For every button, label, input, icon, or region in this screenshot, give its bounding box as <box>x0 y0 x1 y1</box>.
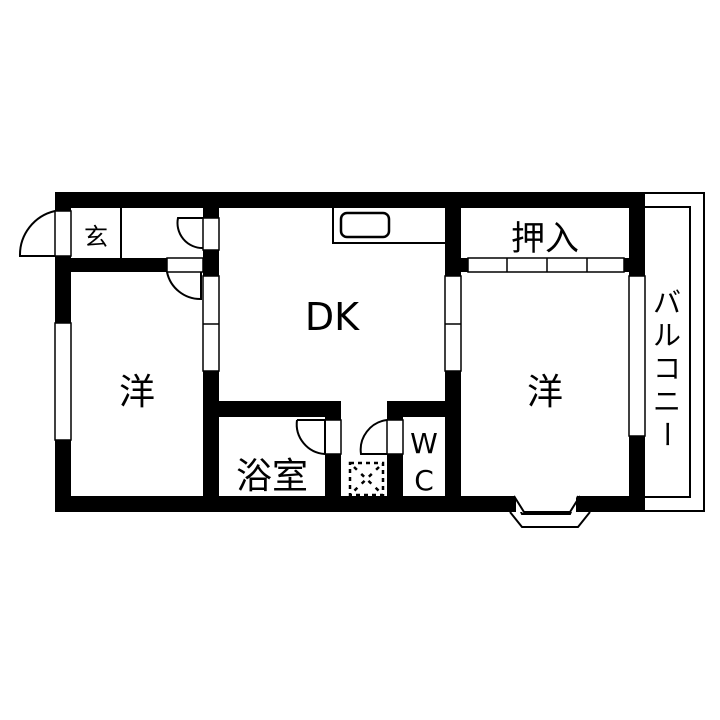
window-left <box>54 322 72 441</box>
entrance-label: 玄 <box>84 223 108 251</box>
svg-text:ル: ル <box>653 319 681 352</box>
svg-text:ニ: ニ <box>653 385 681 418</box>
closet-doors <box>467 257 625 273</box>
door-entry-dk <box>176 217 220 251</box>
bath-label: 浴室 <box>236 456 308 497</box>
sliding-door-left-dk <box>202 275 220 372</box>
dk-label: DK <box>305 295 360 339</box>
bay-window <box>509 495 591 528</box>
western-room-right-label: 洋 <box>527 372 563 413</box>
svg-text:ー: ー <box>650 420 683 448</box>
balcony-label: バ ル コ ニ ー <box>650 286 683 448</box>
washing-machine-space-icon <box>348 461 385 497</box>
kitchen-counter <box>332 208 445 244</box>
front-door-swing-icon <box>18 210 56 257</box>
door-left-room <box>166 257 204 301</box>
closet-label: 押入 <box>511 219 579 259</box>
wc-label-w: W <box>410 427 438 460</box>
sliding-door-dk-right <box>444 275 462 372</box>
wc-label-c: C <box>414 464 434 497</box>
door-bath <box>295 419 342 456</box>
door-wc <box>359 419 404 455</box>
svg-text:バ: バ <box>653 286 681 319</box>
window-balcony <box>628 275 646 437</box>
balcony <box>643 192 705 512</box>
western-room-left-label: 洋 <box>119 372 155 413</box>
svg-text:コ: コ <box>653 352 681 385</box>
entrance <box>18 208 203 258</box>
sink-icon <box>339 211 391 239</box>
